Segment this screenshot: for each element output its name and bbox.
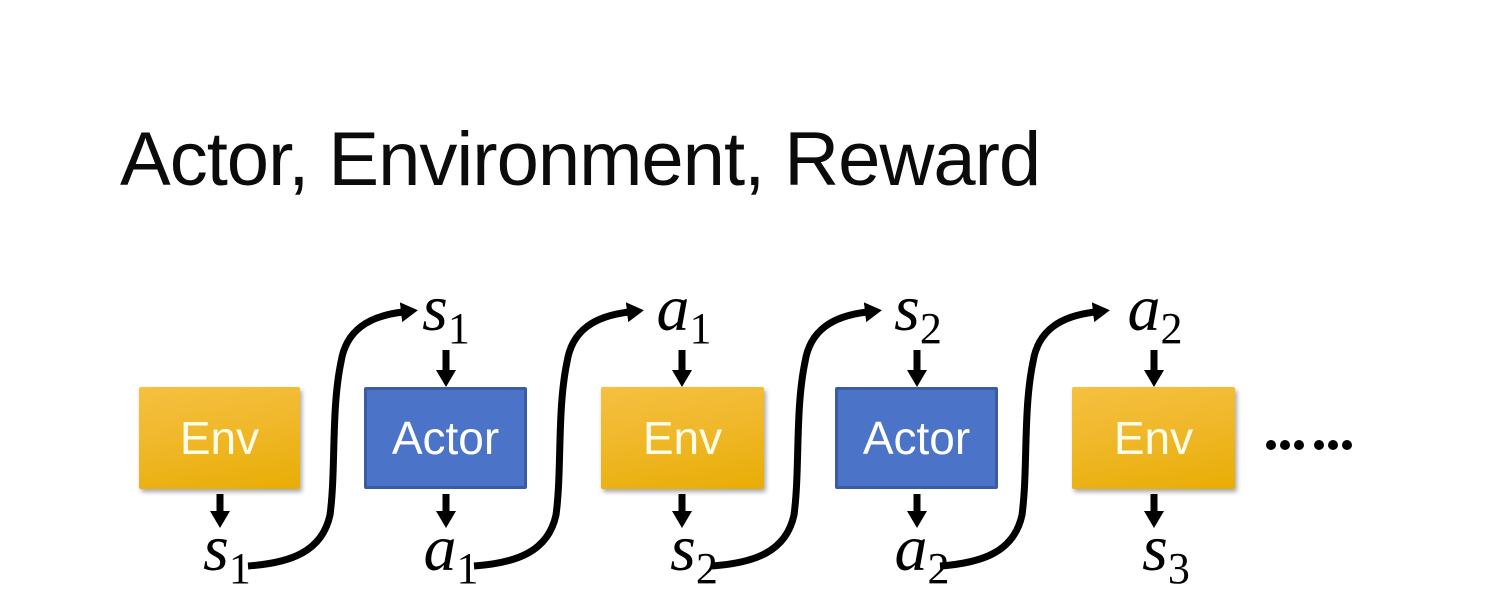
actor-box-2: Actor [835,387,998,489]
curve-a1-feedback [473,302,644,570]
label-s1-top-base: s [422,272,448,345]
ellipsis-dot [1328,439,1338,450]
env-box-2: Env [601,387,764,489]
label-a1-bottom-sub: 1 [456,544,479,593]
actor-box-2-label: Actor [862,412,971,464]
env-box-1-label: Env [179,412,260,464]
label-a2-top: a2 [1128,276,1183,362]
label-a2-bottom: a2 [895,516,950,602]
label-a2-bottom-base: a [894,512,928,585]
curve-s2-feedback [711,302,882,570]
env-box-3-label: Env [1113,412,1194,464]
ellipsis-dot [1294,439,1304,450]
label-a1-top: a1 [657,276,712,362]
label-a2-bottom-sub: 2 [927,544,950,593]
label-s3-bottom-sub: 3 [1167,544,1190,593]
label-a1-bottom-base: a [423,512,457,585]
ellipsis-dot [1342,439,1352,450]
curve-a2-feedback [939,302,1110,570]
label-s1-bottom: s1 [203,516,251,602]
label-s2-top-base: s [894,272,920,345]
actor-box-1: Actor [364,387,527,489]
label-s3-bottom-base: s [1142,512,1168,585]
label-s1-top-sub: 1 [447,304,470,353]
ellipsis-dot [1266,439,1276,450]
ellipsis-dot [1314,439,1324,450]
actor-box-1-label: Actor [391,412,500,464]
label-s2-bottom-sub: 2 [695,544,718,593]
label-s2-top: s2 [894,276,942,362]
ellipsis-dot [1280,439,1290,450]
label-s3-bottom: s3 [1142,516,1190,602]
label-s2-bottom-base: s [670,512,696,585]
label-s2-top-sub: 2 [919,304,942,353]
label-s1-bottom-base: s [203,512,229,585]
label-a1-top-sub: 1 [689,304,712,353]
env-box-1: Env [139,387,300,489]
continuation-ellipsis [1266,439,1356,450]
label-a1-bottom: a1 [424,516,479,602]
slide-title: Actor, Environment, Reward [120,117,1041,202]
curve-s1-feedback [247,302,418,570]
env-box-3: Env [1072,387,1235,489]
env-box-2-label: Env [642,412,723,464]
label-a1-top-base: a [656,272,690,345]
label-a2-top-sub: 2 [1160,304,1183,353]
label-a2-top-base: a [1127,272,1161,345]
label-s1-top: s1 [422,276,470,362]
label-s1-bottom-sub: 1 [228,544,251,593]
label-s2-bottom: s2 [670,516,718,602]
